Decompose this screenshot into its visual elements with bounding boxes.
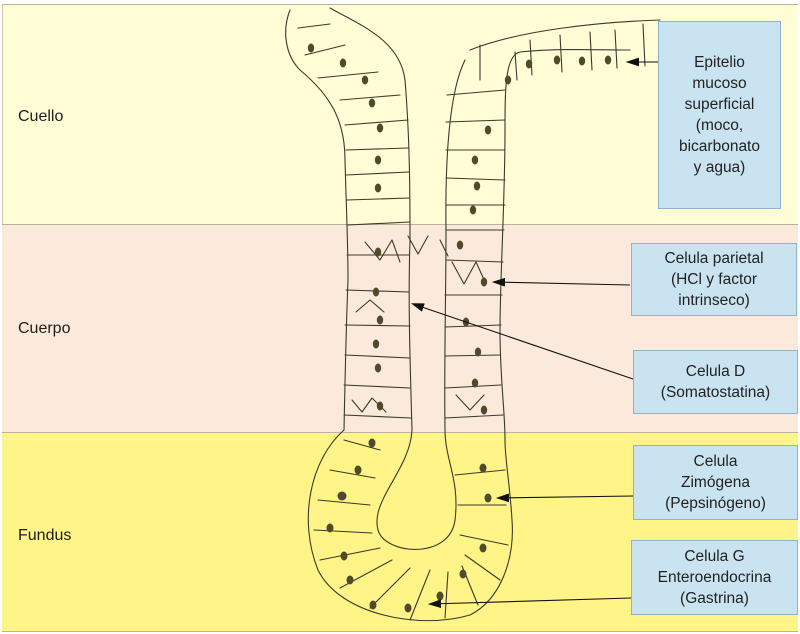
celula-d-arrow [413,304,633,379]
surface-top [470,20,660,50]
parietal-arrow [494,282,630,285]
cuerpo-label: Cuerpo [18,320,70,338]
parietal-callout: Celula parietal (HCl y factor intrinseco… [631,243,797,316]
celula-d-callout: Celula D (Somatostatina) [633,350,798,414]
celula-g-callout: Celula G Enteroendocrina (Gastrina) [631,540,798,615]
right-wall-outer [500,50,630,441]
fundus-label: Fundus [18,527,71,545]
fundus-lumen [377,430,456,549]
left-wall-outer [286,10,348,430]
fundus-outer [308,430,512,621]
zimogena-callout: Celula Zimógena (Pepsinógeno) [633,445,798,520]
left-wall-inner [330,8,412,430]
epitelio-callout: Epitelio mucoso superficial (moco, bicar… [658,21,781,209]
cuello-label: Cuello [18,108,63,126]
celula-g-arrow [430,598,631,604]
zimogena-arrow [498,496,633,498]
cell-nuclei [308,44,611,613]
